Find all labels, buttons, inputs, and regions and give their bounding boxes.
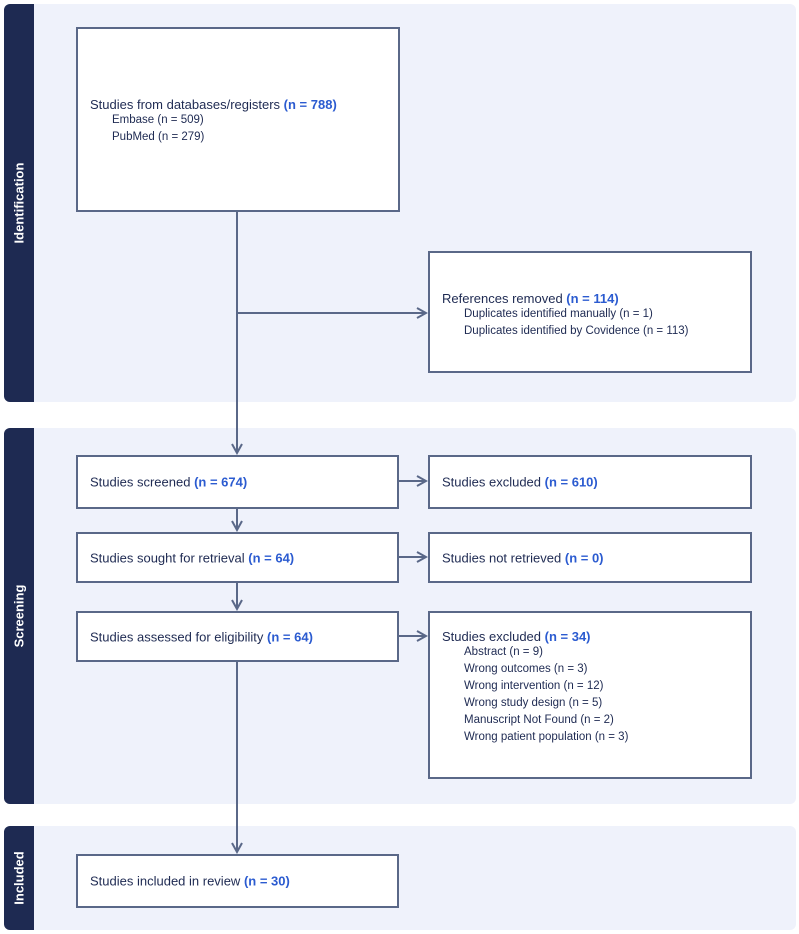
excluded-elig-title: Studies excluded [442, 629, 542, 644]
excluded-elig-item-abstract: Abstract (n = 9) [464, 646, 543, 658]
removed-title: References removed [442, 291, 563, 306]
sought-title: Studies sought for retrieval [90, 550, 245, 565]
included-sidebar [4, 826, 34, 930]
removed-item-covidence: Duplicates identified by Covidence (n = … [464, 325, 689, 337]
sought-count: (n = 64) [248, 550, 295, 565]
screened-count: (n = 674) [194, 474, 248, 490]
excluded-screen-box: Studies excluded (n = 610) [428, 455, 752, 509]
sought-box: Studies sought for retrieval (n = 64) [76, 532, 399, 583]
assessed-box: Studies assessed for eligibility (n = 64… [76, 611, 399, 662]
assessed-title: Studies assessed for eligibility [90, 629, 264, 644]
screening-sidebar [4, 428, 34, 804]
excluded-elig-item-outcomes: Wrong outcomes (n = 3) [464, 663, 588, 675]
excluded-elig-item-population: Wrong patient population (n = 3) [464, 731, 629, 743]
databases-count: (n = 788) [283, 97, 337, 112]
screened-title: Studies screened [90, 474, 191, 490]
screened-box: Studies screened (n = 674) [76, 455, 399, 509]
removed-item-manual: Duplicates identified manually (n = 1) [464, 308, 653, 320]
excluded-elig-item-manuscript: Manuscript Not Found (n = 2) [464, 714, 614, 726]
databases-title: Studies from databases/registers [90, 97, 281, 112]
included-box: Studies included in review (n = 30) [76, 854, 399, 908]
identification-sidebar [4, 4, 34, 402]
excluded-screen-count: (n = 610) [544, 474, 598, 490]
removed-count: (n = 114) [566, 291, 619, 306]
assessed-count: (n = 64) [267, 629, 313, 644]
included-count: (n = 30) [243, 873, 290, 889]
included-title: Studies included in review [90, 873, 241, 889]
not-retrieved-title: Studies not retrieved [442, 550, 562, 565]
excluded-elig-box: Studies excluded (n = 34) Abstract (n = … [428, 611, 752, 779]
excluded-elig-count: (n = 34) [544, 629, 591, 644]
excluded-screen-title: Studies excluded [442, 474, 542, 490]
databases-item-embase: Embase (n = 509) [112, 114, 204, 126]
databases-box: Studies from databases/registers (n = 78… [76, 27, 400, 212]
databases-item-pubmed: PubMed (n = 279) [112, 131, 205, 143]
not-retrieved-count: (n = 0) [564, 550, 604, 565]
excluded-elig-item-intervention: Wrong intervention (n = 12) [464, 680, 604, 692]
excluded-elig-item-design: Wrong study design (n = 5) [464, 697, 603, 709]
not-retrieved-box: Studies not retrieved (n = 0) [428, 532, 752, 583]
removed-box: References removed (n = 114) Duplicates … [428, 251, 752, 373]
